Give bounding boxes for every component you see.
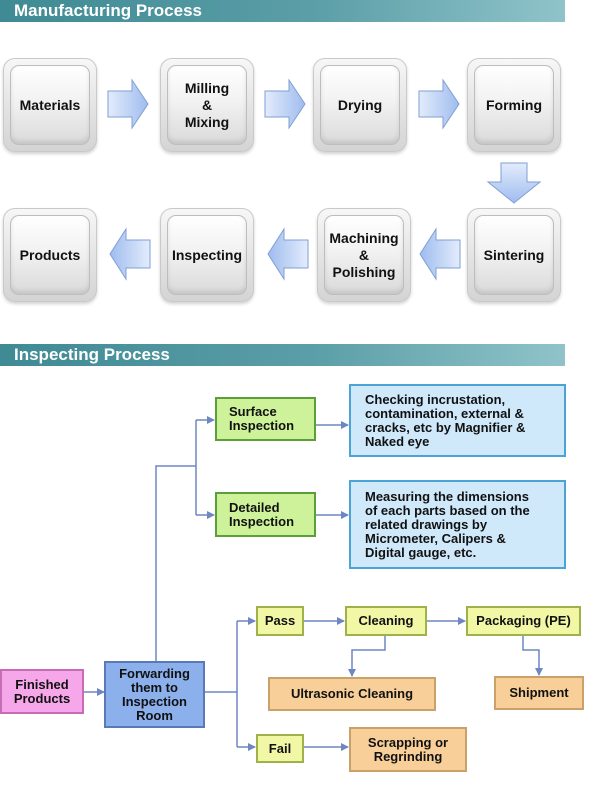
step-inspecting-label: Inspecting — [167, 215, 247, 295]
ultrasonic-cleaning-box: Ultrasonic Cleaning — [268, 677, 436, 711]
step-drying-label: Drying — [320, 65, 400, 145]
step-sintering: Sintering — [467, 208, 561, 302]
step-products-label: Products — [10, 215, 90, 295]
forwarding-box: Forwarding them to Inspection Room — [104, 661, 205, 728]
detailed-inspection-box: Detailed Inspection — [215, 492, 316, 537]
arrow-down-icon — [486, 162, 542, 204]
step-forming-label: Forming — [474, 65, 554, 145]
shipment-box: Shipment — [494, 676, 584, 710]
arrow-right-icon — [107, 78, 149, 130]
surface-inspection-note: Checking incrustation, contamination, ex… — [349, 384, 566, 457]
detailed-inspection-note: Measuring the dimensions of each parts b… — [349, 480, 566, 569]
step-inspecting: Inspecting — [160, 208, 254, 302]
inspecting-process-title: Inspecting Process — [0, 344, 565, 366]
manufacturing-arrows — [107, 78, 542, 281]
finished-products-box: Finished Products — [0, 669, 84, 714]
step-milling-mixing-label: Milling & Mixing — [167, 65, 247, 145]
step-drying: Drying — [313, 58, 407, 152]
surface-inspection-box: Surface Inspection — [215, 397, 316, 441]
step-machining-polishing: Machining & Polishing — [317, 208, 411, 302]
step-products: Products — [3, 208, 97, 302]
step-materials-label: Materials — [10, 65, 90, 145]
scrapping-box: Scrapping or Regrinding — [349, 727, 467, 772]
arrow-left-icon — [109, 227, 151, 281]
cleaning-box: Cleaning — [345, 606, 427, 636]
step-forming: Forming — [467, 58, 561, 152]
arrow-left-icon — [267, 227, 309, 281]
arrow-right-icon — [264, 78, 306, 130]
arrow-left-icon — [419, 227, 461, 281]
fail-box: Fail — [256, 734, 304, 763]
step-milling-mixing: Milling & Mixing — [160, 58, 254, 152]
step-materials: Materials — [3, 58, 97, 152]
packaging-box: Packaging (PE) — [466, 606, 581, 636]
arrow-right-icon — [418, 78, 460, 130]
manufacturing-process-title: Manufacturing Process — [0, 0, 565, 22]
pass-box: Pass — [256, 606, 304, 636]
step-machining-polishing-label: Machining & Polishing — [324, 215, 404, 295]
step-sintering-label: Sintering — [474, 215, 554, 295]
